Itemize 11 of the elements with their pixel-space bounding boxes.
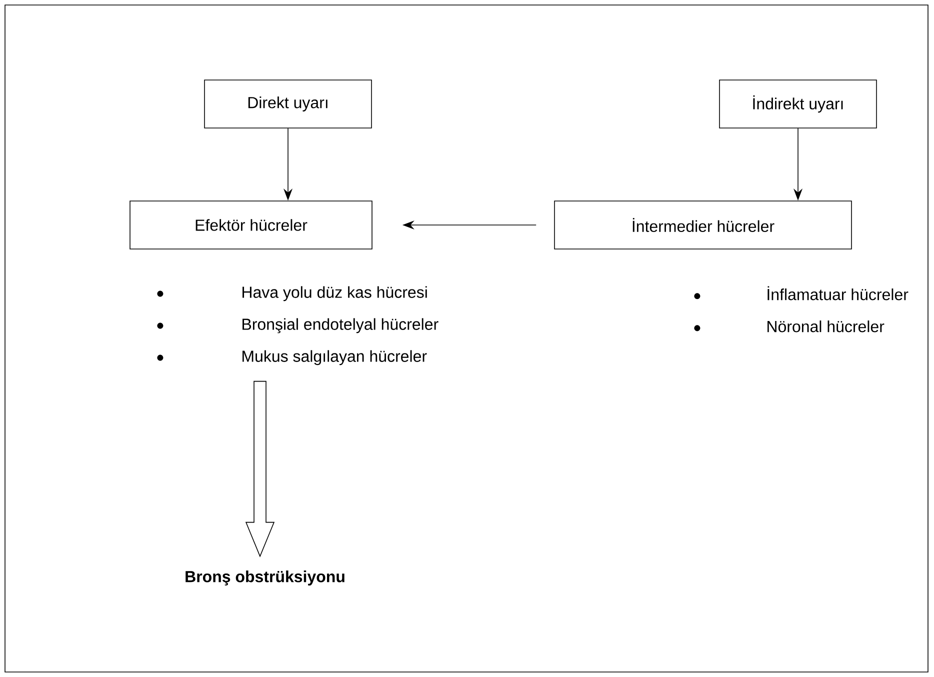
process-box: Direkt uyarı <box>204 80 372 128</box>
hollow-arrow <box>245 380 275 558</box>
result-text: Bronş obstrüksiyonu <box>186 570 344 586</box>
bullet-list: Hava yolu düz kas hücresi Bronşial endotelyal hücreler Mukus salgılayan hücreler <box>157 286 438 366</box>
process-box: İndirekt uyarı <box>719 80 877 128</box>
process-box: İntermedier hücreler <box>554 200 852 250</box>
process-box: Efektör hücreler <box>130 200 372 250</box>
node-label: Bronşial endotelyal hücreler <box>242 318 438 334</box>
node-label: Mukus salgılayan hücreler <box>242 350 427 366</box>
node-label: Hava yolu düz kas hücresi <box>242 286 427 302</box>
bullet-list: İnflamatuar hücreler Nöronal hücreler <box>694 286 908 332</box>
